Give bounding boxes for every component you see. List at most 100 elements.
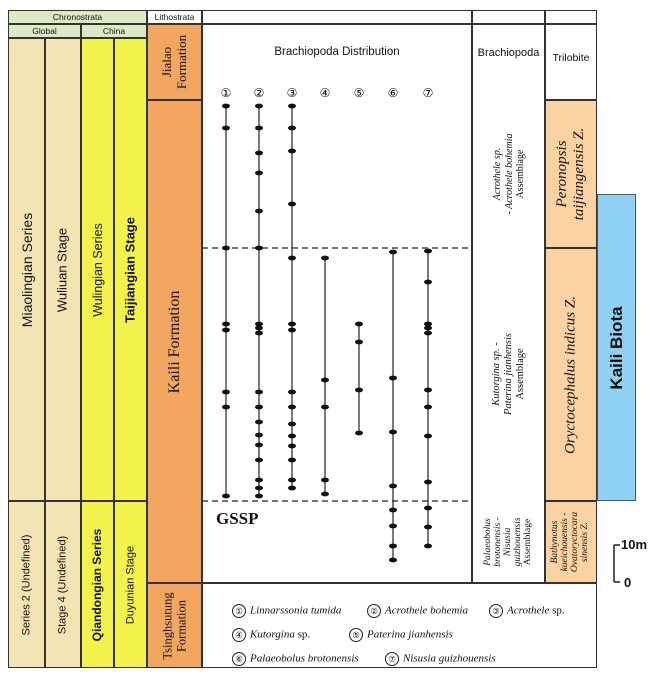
occurrence-marker xyxy=(255,325,263,331)
stage4-cell: Stage 4 (Undefined) xyxy=(45,501,81,668)
jialao-formation-cell: Jialao Formation xyxy=(147,24,202,100)
series2-cell: Series 2 (Undefined) xyxy=(8,501,45,668)
occurrence-marker xyxy=(255,457,263,463)
global-label: Global xyxy=(32,26,57,36)
occurrence-marker xyxy=(288,477,296,483)
brachiopoda-header: Brachiopoda xyxy=(477,47,540,59)
scale-bottom-label: 0 xyxy=(624,575,632,590)
distribution-panel xyxy=(202,24,472,583)
occurrence-marker xyxy=(255,125,263,131)
column-number-7: ⑦ xyxy=(423,86,434,100)
occurrence-marker xyxy=(222,389,230,395)
legend-panel xyxy=(202,583,597,668)
occurrence-marker xyxy=(288,255,296,261)
occurrence-marker xyxy=(424,433,432,439)
occurrence-marker xyxy=(424,543,432,549)
occurrence-marker xyxy=(424,524,432,530)
occurrence-marker xyxy=(288,404,296,410)
occurrence-marker xyxy=(355,430,363,436)
legend-suffix: sp. xyxy=(294,628,311,641)
global-header-band xyxy=(8,10,147,24)
lithostrata-header xyxy=(147,10,202,24)
global-header xyxy=(8,24,81,38)
occurrence-marker xyxy=(255,150,263,156)
column-number-1: ① xyxy=(221,86,232,100)
occurrence-marker xyxy=(288,327,296,333)
gssp-label: GSSP xyxy=(216,509,259,528)
legend-genus: Linnarssonia tumida xyxy=(250,604,342,617)
china-label: China xyxy=(102,26,126,36)
occurrence-marker xyxy=(255,330,263,336)
occurrence-marker xyxy=(255,404,263,410)
occurrence-marker xyxy=(424,330,432,336)
occurrence-marker xyxy=(288,457,296,463)
occurrence-marker xyxy=(222,321,230,327)
occurrence-marker xyxy=(424,505,432,511)
column-number-4: ④ xyxy=(320,86,331,100)
occurrence-marker xyxy=(389,249,397,255)
occurrence-marker xyxy=(389,557,397,563)
distribution-header-blank xyxy=(202,10,472,24)
occurrence-marker xyxy=(288,321,296,327)
lithostrata-label: Lithostrata xyxy=(154,12,195,22)
column-number-6: ⑥ xyxy=(388,86,399,100)
occurrence-marker xyxy=(321,491,329,497)
legend-genus: Palaeobolus brotonensis xyxy=(250,652,359,665)
occurrence-marker xyxy=(222,493,230,499)
distribution-title: Brachiopoda Distribution xyxy=(274,46,400,58)
taijiangian-stage-cell: Taijiangian Stage xyxy=(114,38,147,501)
occurrence-marker xyxy=(222,103,230,109)
occurrence-marker xyxy=(389,543,397,549)
occurrence-marker xyxy=(288,443,296,449)
legend-genus: Kutorgina xyxy=(250,628,295,641)
china-header xyxy=(81,24,147,38)
occurrence-marker xyxy=(424,248,432,254)
occurrence-marker xyxy=(255,245,263,251)
occurrence-marker xyxy=(222,245,230,251)
legend-number: ⑤ xyxy=(349,628,363,642)
occurrence-marker xyxy=(288,421,296,427)
brachiopoda-column xyxy=(472,24,545,583)
occurrence-marker xyxy=(321,255,329,261)
legend-item-5: ⑤ Paterina jianhensis xyxy=(349,628,453,642)
occurrence-marker xyxy=(321,404,329,410)
legend-genus: Nisusia guizhouensis xyxy=(403,652,496,665)
miaolingian-series-cell: Miaolingian Series xyxy=(8,38,45,501)
legend-number: ⑥ xyxy=(232,652,246,666)
occurrence-marker xyxy=(321,377,329,383)
occurrence-marker xyxy=(424,404,432,410)
occurrence-marker xyxy=(255,442,263,448)
legend-genus: Paterina jianhensis xyxy=(367,628,453,641)
tsinghsutung-formation-cell: Tsinghsutung Formation xyxy=(147,583,202,668)
column-number-2: ② xyxy=(254,86,265,100)
kaili-formation-cell: Kaili Formation xyxy=(147,100,202,583)
occurrence-marker xyxy=(255,477,263,483)
occurrence-marker xyxy=(389,375,397,381)
occurrence-marker xyxy=(255,321,263,327)
legend-number: ④ xyxy=(232,628,246,642)
occurrence-marker xyxy=(222,125,230,131)
occurrence-marker xyxy=(255,389,263,395)
legend-number: ⑦ xyxy=(385,652,399,666)
occurrence-marker xyxy=(355,387,363,393)
column-number-5: ⑤ xyxy=(354,86,365,100)
trilobite-upper-zone: Peronopsis taijiangensis Z. xyxy=(545,100,597,248)
occurrence-marker xyxy=(355,321,363,327)
trilobite-middle-zone: Oryctocephalus indicus Z. xyxy=(545,248,597,501)
occurrence-marker xyxy=(424,325,432,331)
qiandongian-series-cell: Qiandongian Series xyxy=(81,501,114,668)
occurrence-marker xyxy=(321,477,329,483)
scale-top-label: 10m xyxy=(621,537,648,552)
occurrence-marker xyxy=(255,493,263,499)
occurrence-marker xyxy=(255,103,263,109)
occurrence-marker xyxy=(288,148,296,154)
chronostrata-header: Chronostrata xyxy=(52,12,103,22)
occurrence-marker xyxy=(222,327,230,333)
occurrence-marker xyxy=(424,479,432,485)
occurrence-marker xyxy=(389,507,397,513)
occurrence-marker xyxy=(255,419,263,425)
trilobite-header-blank xyxy=(545,10,597,24)
brachiopoda-header-blank xyxy=(472,10,545,24)
